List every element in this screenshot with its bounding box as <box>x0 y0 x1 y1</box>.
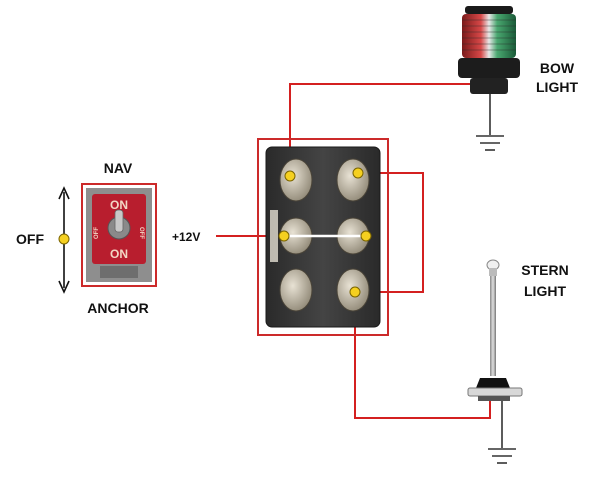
dpdt-switch <box>257 138 389 336</box>
wire-loop <box>358 172 424 293</box>
stern-ground-icon <box>488 448 516 464</box>
wire-bow-feed <box>289 83 490 176</box>
bow-light-icon <box>458 6 520 135</box>
off-label: OFF <box>16 231 44 247</box>
toggle-switch-icon: ON ON OFF OFF <box>81 183 157 287</box>
stern-light-icon <box>467 259 523 401</box>
wires <box>216 83 491 419</box>
anchor-label: ANCHOR <box>87 300 148 316</box>
toggle-position-arrow <box>58 186 70 294</box>
terminal-dots <box>278 167 372 298</box>
wire-stern-feed <box>354 292 491 419</box>
plate-side-right: OFF <box>138 227 144 239</box>
plate-side-left: OFF <box>94 227 100 239</box>
supply-label: +12V <box>172 230 200 244</box>
bow-label-line1: BOW <box>540 60 575 76</box>
nav-label: NAV <box>104 160 133 176</box>
plate-top-text: ON <box>110 198 128 212</box>
switch-lugs <box>279 158 370 312</box>
plate-bottom-text: ON <box>110 247 128 261</box>
bow-ground-icon <box>476 135 504 151</box>
stern-label-line1: STERN <box>521 262 568 278</box>
bow-label-line2: LIGHT <box>536 79 578 95</box>
stern-label-line2: LIGHT <box>524 283 566 299</box>
